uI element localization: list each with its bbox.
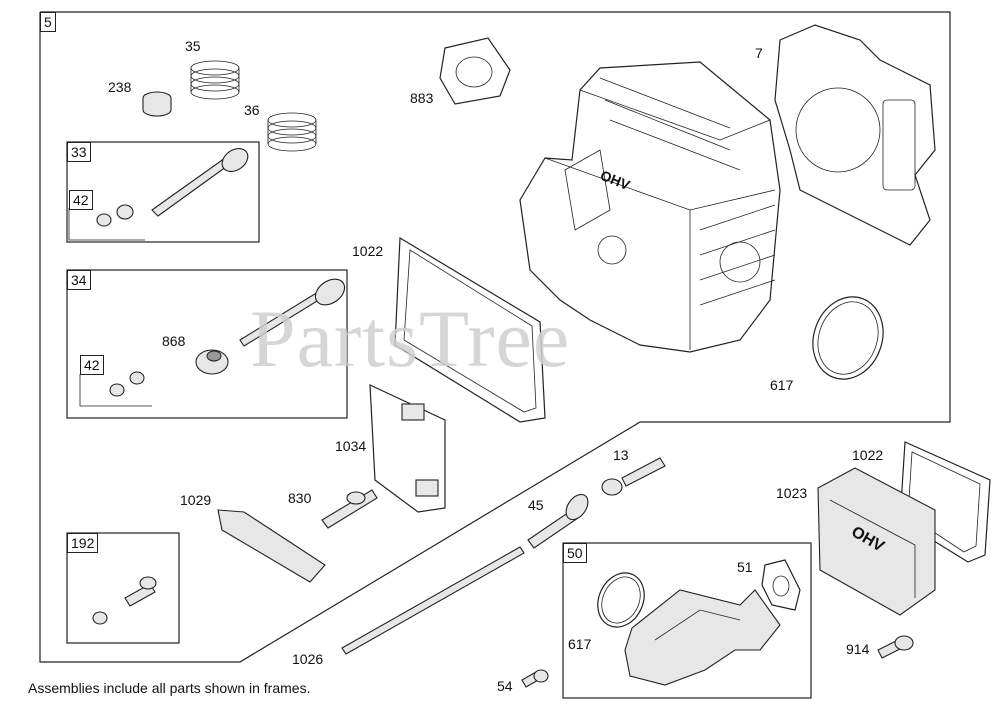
frame-tag-42a: 42 [69, 190, 93, 210]
frame-tag-34: 34 [67, 270, 91, 290]
frame-tag-33: 33 [67, 142, 91, 162]
callout-36: 36 [244, 102, 260, 118]
frame-tag-42b: 42 [80, 355, 104, 375]
rocker-stud-830 [321, 489, 378, 529]
assemblies-note: Assemblies include all parts shown in fr… [28, 680, 311, 696]
callout-617-intake: 617 [568, 636, 592, 652]
callout-617-head: 617 [770, 377, 794, 393]
rocker-cover-1023 [817, 467, 936, 616]
adjuster-192 [92, 576, 157, 625]
rocker-arm-1029 [217, 509, 326, 583]
head-gasket-7 [774, 24, 936, 246]
watermark: PartsTree [250, 293, 571, 384]
callout-830: 830 [288, 490, 312, 506]
callout-238: 238 [108, 79, 132, 95]
callout-914: 914 [846, 641, 870, 657]
breather-plate-1034 [369, 384, 446, 513]
callout-1026: 1026 [292, 651, 324, 667]
frame-42b-outline [79, 374, 152, 407]
o-ring-617-intake [597, 572, 645, 628]
cylinder-head [519, 61, 781, 353]
intake-manifold [624, 589, 781, 686]
callout-883: 883 [410, 90, 434, 106]
o-ring-617-head [812, 296, 884, 380]
frame-42a-outline [68, 208, 145, 241]
callout-1022-gasket: 1022 [352, 243, 384, 259]
callout-35: 35 [185, 38, 201, 54]
push-rod-1026 [341, 546, 525, 655]
valve-seal-868 [195, 349, 229, 375]
frame-tag-5: 5 [40, 12, 56, 32]
bolt-13 [601, 457, 666, 496]
valve-spring-35 [190, 60, 240, 100]
callout-1022-cover: 1022 [852, 447, 884, 463]
callout-1034: 1034 [335, 438, 367, 454]
callout-45: 45 [528, 497, 544, 513]
screw-54 [521, 669, 549, 688]
valve-spring-36 [267, 112, 317, 152]
frame-tag-50: 50 [563, 543, 587, 563]
valve-keeper-42b [109, 371, 145, 397]
callout-1029: 1029 [180, 492, 212, 508]
callout-868: 868 [162, 333, 186, 349]
exhaust-gasket-883 [439, 37, 511, 105]
frame-5-outline [39, 11, 951, 663]
push-rod-guide-45 [527, 493, 589, 549]
frame-34-outline [66, 269, 348, 419]
valve-cap-238 [142, 91, 172, 117]
frame-tag-192: 192 [67, 533, 99, 553]
intake-gasket-51 [761, 559, 801, 611]
frame-50-outline [562, 542, 812, 699]
exhaust-valve-34 [239, 278, 346, 347]
screw-914 [877, 635, 914, 659]
frame-33-outline [66, 141, 260, 243]
callout-1023: 1023 [776, 485, 808, 501]
callout-51: 51 [737, 559, 753, 575]
callout-54: 54 [497, 678, 513, 694]
frame-192-outline [66, 532, 180, 644]
callout-13: 13 [613, 447, 629, 463]
valve-keeper-42a [96, 204, 134, 227]
callout-7: 7 [755, 45, 763, 61]
intake-valve-33 [151, 147, 249, 217]
rocker-cover-gasket-1022 [394, 236, 546, 423]
